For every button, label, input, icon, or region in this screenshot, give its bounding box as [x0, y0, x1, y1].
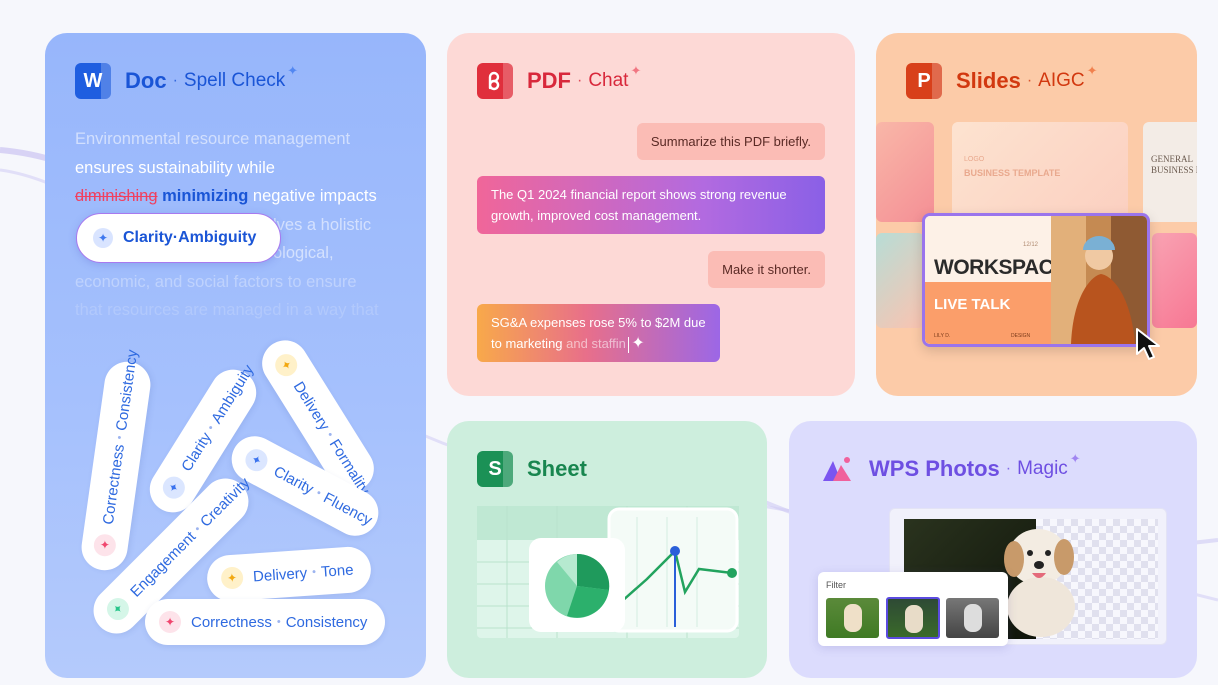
- slide-thumbnail[interactable]: GENERAL BUSINESS P: [1143, 122, 1197, 222]
- ai-message-typing: SG&A expenses rose 5% to $2M due to mark…: [477, 304, 720, 362]
- tag-pill[interactable]: ✦ Correctness•Consistency: [78, 349, 154, 574]
- sheet-card-header: S Sheet: [477, 451, 587, 487]
- doc-app-name: Doc: [125, 68, 167, 93]
- sparkle-icon: ✦: [631, 335, 645, 352]
- pdf-app-name: PDF: [527, 68, 571, 93]
- photos-app-name: WPS Photos: [869, 456, 1000, 481]
- user-message: Summarize this PDF briefly.: [636, 123, 825, 160]
- sparkle-icon: ✦: [159, 611, 181, 633]
- sparkle-icon: ✦: [158, 472, 190, 503]
- pdf-icon: [477, 63, 513, 99]
- word-doc-icon: W: [75, 63, 111, 99]
- filter-option-mono[interactable]: [946, 598, 999, 638]
- pdf-card-header: PDF · Chat ✦: [477, 63, 641, 99]
- slide-photo: [1051, 216, 1147, 344]
- sparkle-icon: ✦: [93, 228, 113, 248]
- selected-slide[interactable]: 12/12 WORKSPACE LIVE TALK LILY D. DESIGN: [922, 213, 1150, 347]
- sheet-app-name: Sheet: [527, 456, 587, 481]
- slides-icon: P: [906, 63, 942, 99]
- tag-pill[interactable]: ✦ Delivery•Tone: [205, 545, 373, 603]
- slide-thumbnail[interactable]: [876, 233, 924, 328]
- slide-thumbnail[interactable]: LOGO BUSINESS TEMPLATE: [952, 122, 1128, 222]
- photos-feature-name: Magic: [1017, 458, 1068, 479]
- pdf-chat-card[interactable]: PDF · Chat ✦ Summarize this PDF briefly.…: [447, 33, 855, 396]
- sparkle-icon: ✦: [220, 566, 244, 590]
- typing-caret: [627, 336, 630, 353]
- sparkle-icon: ✦: [102, 593, 134, 625]
- pie-chart-widget: [529, 538, 625, 632]
- sheet-card[interactable]: S Sheet: [447, 421, 767, 678]
- dog-cutout: [1004, 529, 1075, 637]
- doc-feature-name: Spell Check: [183, 70, 286, 91]
- sparkle-icon: ✦: [93, 534, 116, 557]
- slide-subtitle: LIVE TALK: [934, 296, 1011, 313]
- photos-icon: [823, 457, 851, 481]
- doc-paragraph: Environmental resource management ensure…: [75, 130, 379, 319]
- sparkle-icon: ✦: [630, 63, 642, 78]
- sparkle-icon: ✦: [1069, 451, 1081, 466]
- wps-photos-magic-card[interactable]: WPS Photos · Magic ✦ Filter: [789, 421, 1197, 678]
- slide-thumbnail[interactable]: [1152, 233, 1197, 328]
- photos-card-header: WPS Photos · Magic ✦: [819, 451, 1081, 487]
- cursor-icon: [1136, 328, 1160, 360]
- slides-feature-name: AIGC: [1038, 70, 1085, 91]
- user-message: Make it shorter.: [708, 251, 825, 288]
- filter-panel[interactable]: Filter: [818, 572, 1008, 646]
- doc-spell-check-card[interactable]: W Doc · Spell Check ✦ Environmental reso…: [45, 33, 426, 678]
- slides-card-header: P Slides · AIGC ✦: [906, 63, 1098, 99]
- sparkle-icon: ✦: [241, 445, 272, 476]
- doc-card-header: W Doc · Spell Check ✦: [75, 63, 298, 99]
- slide-title: WORKSPACE: [934, 256, 1067, 279]
- sheet-icon: S: [477, 451, 513, 487]
- slides-aigc-card[interactable]: P Slides · AIGC ✦ LOGO BUSINESS TEMPLATE…: [876, 33, 1197, 396]
- corrected-word: minimizing: [162, 187, 249, 205]
- tag-pill[interactable]: ✦ Correctness•Consistency: [145, 599, 385, 645]
- filter-option-selected[interactable]: [886, 597, 940, 639]
- misspelled-word: diminishing: [75, 187, 158, 205]
- sparkle-icon: ✦: [287, 63, 299, 78]
- filter-label: Filter: [826, 580, 846, 590]
- slides-app-name: Slides: [956, 68, 1021, 93]
- line-chart-widget: [607, 507, 739, 633]
- slide-thumbnail[interactable]: [876, 122, 934, 222]
- filter-option-color[interactable]: [826, 598, 879, 638]
- ai-message: The Q1 2024 financial report shows stron…: [477, 176, 825, 234]
- sparkle-icon: ✦: [271, 349, 302, 381]
- pdf-feature-name: Chat: [588, 70, 629, 91]
- sparkle-icon: ✦: [1086, 63, 1098, 78]
- suggestion-bubble[interactable]: ✦ Clarity·Ambiguity: [76, 213, 281, 263]
